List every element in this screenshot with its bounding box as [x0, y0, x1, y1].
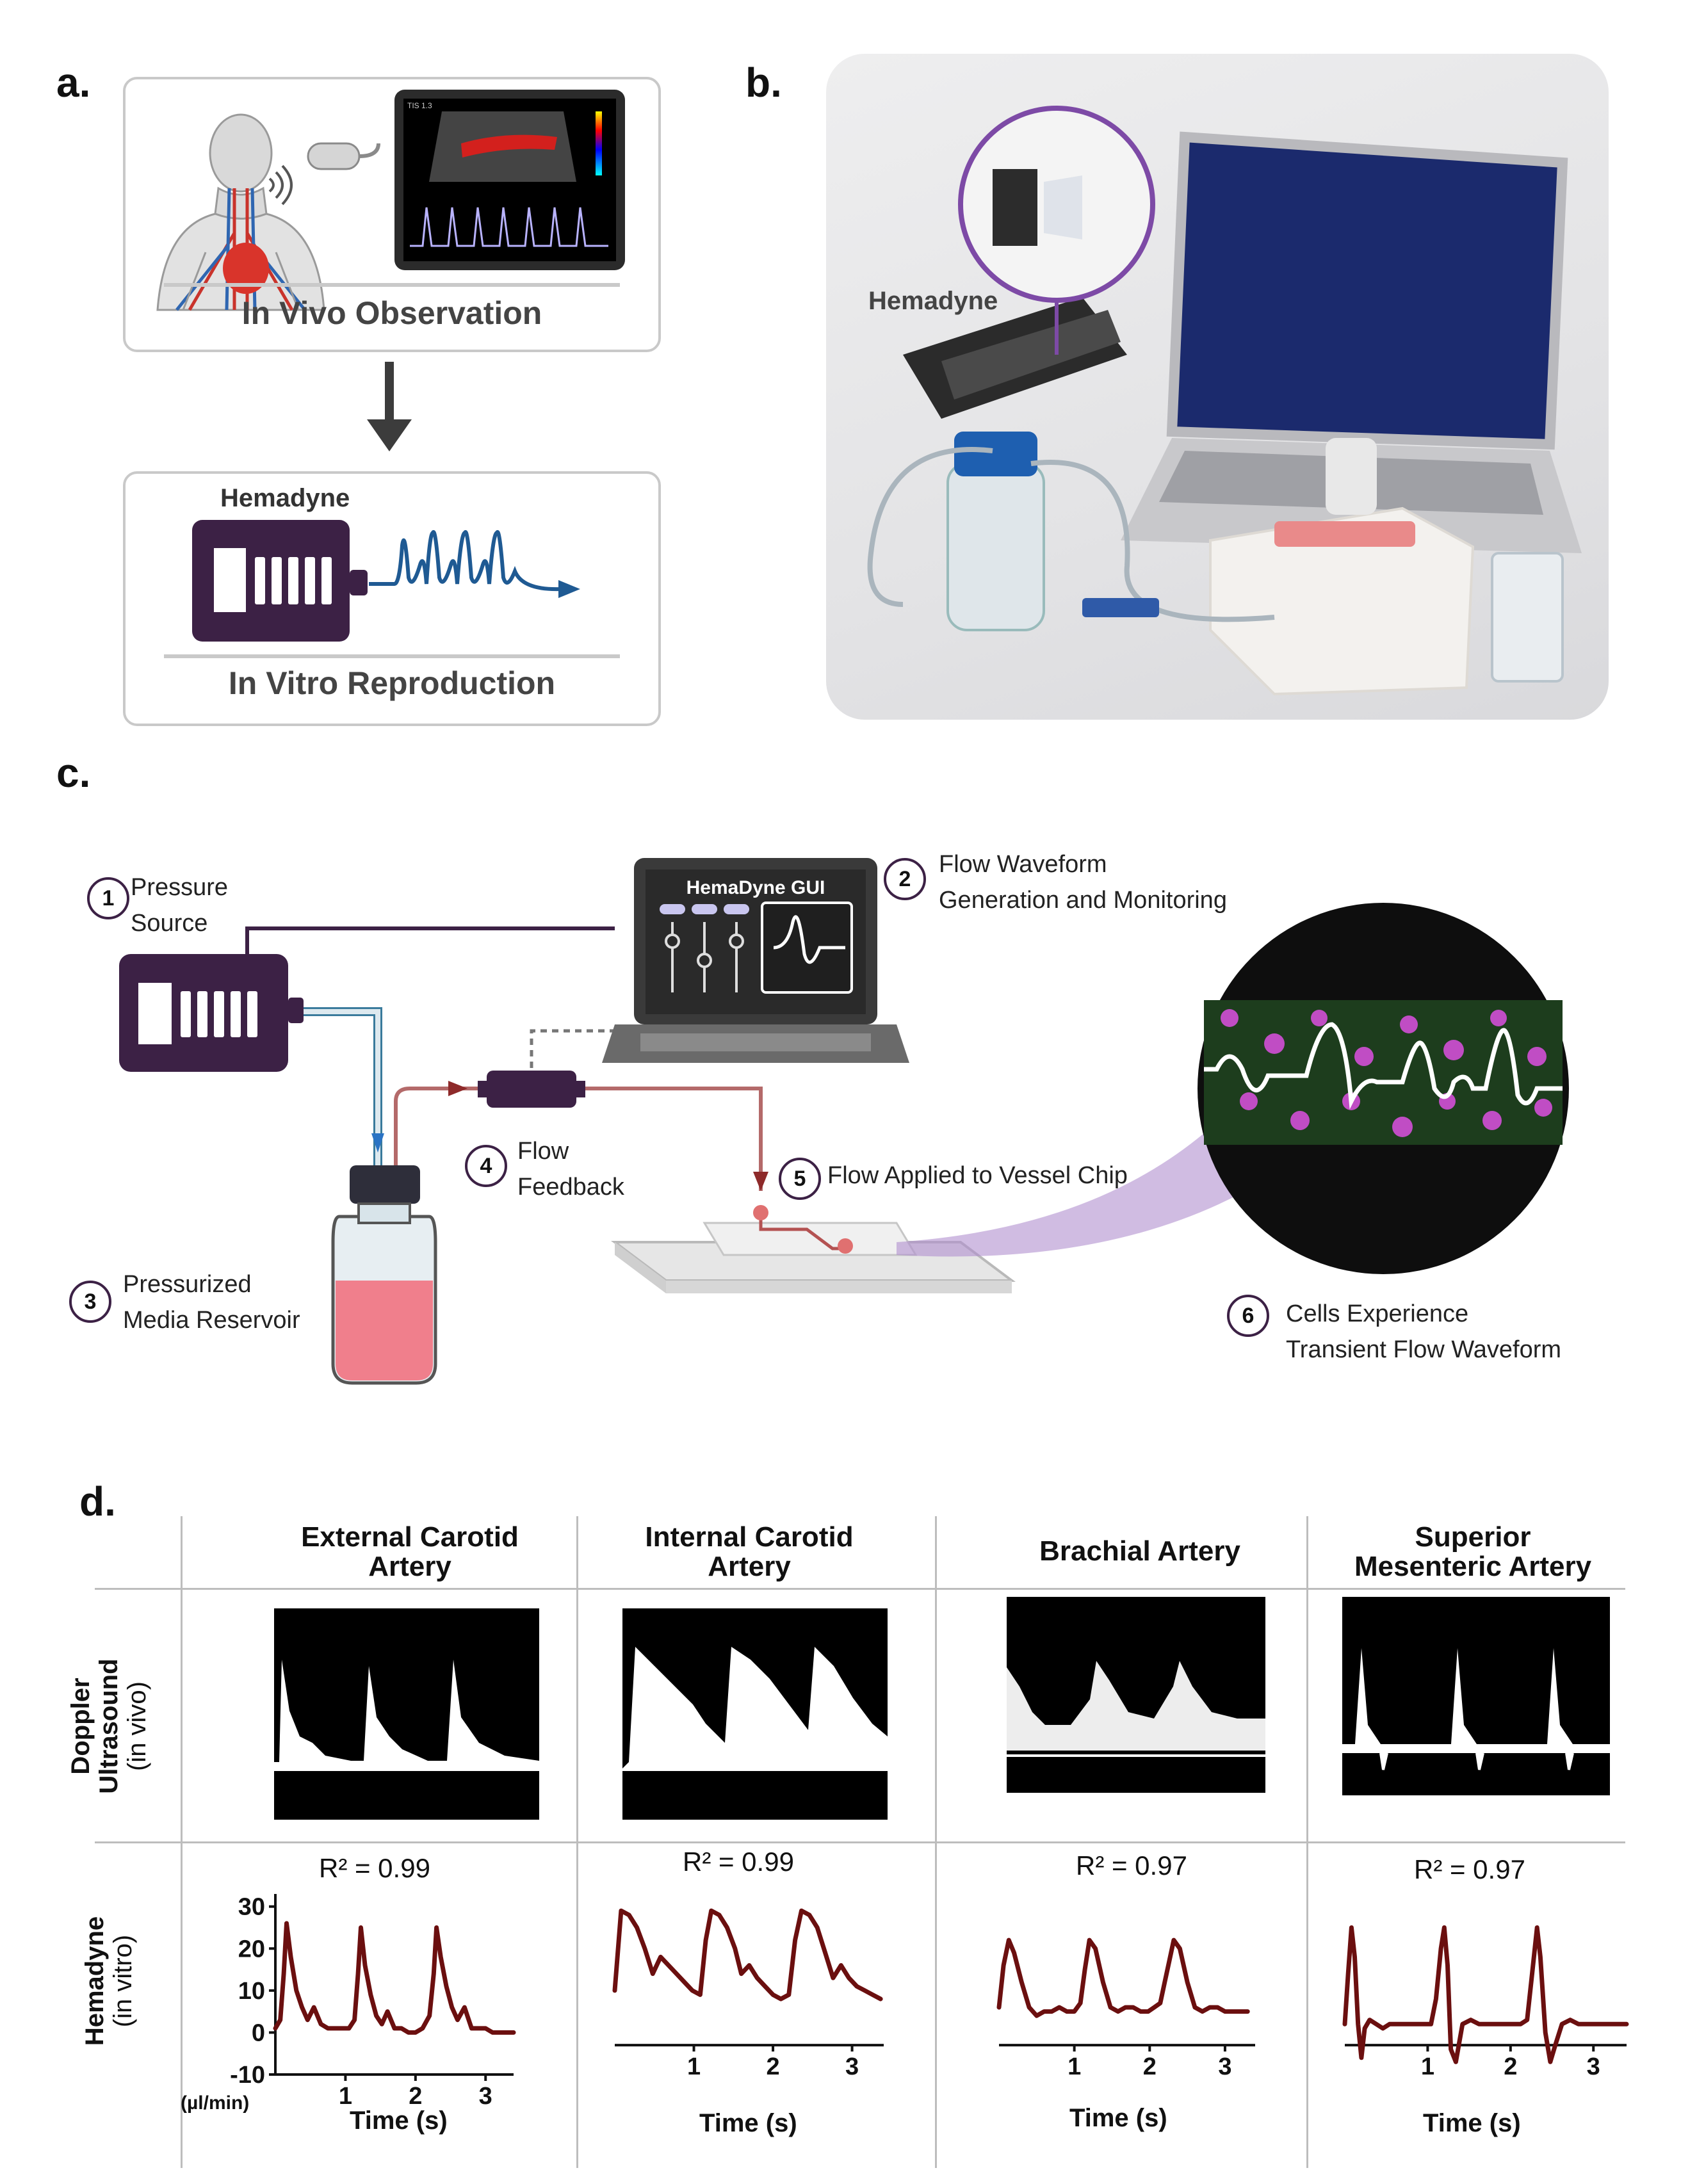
chart-external-carotid: 1 2 3 -10 0 10 20 30 — [230, 1894, 516, 2110]
r2-label-external-carotid: R² = 0.99 — [319, 1853, 430, 1883]
step-1-badge: 1 — [87, 877, 129, 919]
hemadyne-label-a: Hemadyne — [220, 484, 350, 512]
column-title-internal-carotid: Internal Carotid Artery — [645, 1521, 854, 1582]
doppler-image-superior-mesenteric — [1342, 1597, 1610, 1795]
flow-trace-line — [1342, 1925, 1629, 2064]
x-tick-label: 3 — [479, 2083, 492, 2110]
step-5-badge: 5 — [779, 1158, 821, 1200]
in-vitro-box: Hemadyne In Vitro Reproduction — [123, 471, 661, 726]
row-label-hemadyne: Hemadyne (in vitro) — [81, 1853, 137, 2109]
step-1-label-line2: Source — [131, 910, 208, 937]
down-arrow-icon — [367, 362, 412, 451]
ultrasound-screen: TIS 1.3 — [403, 99, 616, 261]
step-4-badge: 4 — [465, 1145, 507, 1187]
gui-title: HemaDyne GUI — [686, 877, 825, 898]
flow-trace-line — [612, 1908, 883, 2002]
x-tick-label: 1 — [687, 2053, 701, 2080]
step-3-label-line1: Pressurized — [123, 1271, 252, 1298]
step-1-label-line1: Pressure — [131, 874, 229, 901]
column-title-brachial: Brachial Artery — [1039, 1535, 1240, 1567]
x-tick-label: 2 — [1143, 2053, 1157, 2080]
ultrasound-image — [410, 111, 608, 247]
step-2-badge: 2 — [884, 858, 926, 900]
x-tick-label: 2 — [409, 2083, 422, 2110]
row-label-hemadyne-sub: (in vitro) — [109, 1934, 137, 2028]
y-tick-label: 30 — [238, 1894, 265, 1921]
in-vivo-divider — [164, 283, 620, 287]
doppler-image-internal-carotid — [622, 1608, 888, 1820]
y-tick-label: 20 — [238, 1936, 265, 1962]
x-tick-label: 2 — [1504, 2053, 1517, 2080]
ultrasound-probe-icon — [307, 142, 380, 170]
ultrasound-tablet: TIS 1.3 — [394, 90, 625, 270]
step-2-label-line1: Flow Waveform — [939, 851, 1107, 878]
hemadyne-setup-photo: Hemadyne — [826, 54, 1609, 720]
x-tick-label: 3 — [845, 2053, 859, 2080]
hemadyne-device-icon — [192, 520, 368, 642]
grid-h1 — [95, 1588, 1625, 1590]
row-label-doppler: Doppler Ultrasound (in vivo) — [67, 1598, 151, 1854]
x-tick-label: 1 — [1068, 2053, 1081, 2080]
in-vitro-divider — [164, 654, 620, 658]
workflow-schematic — [119, 858, 1569, 1385]
panel-b-letter: b. — [745, 60, 782, 106]
panel-d-letter: d. — [79, 1478, 116, 1525]
chart-superior-mesenteric: 1 2 3 — [1342, 1925, 1629, 2080]
r2-label-superior-mesenteric: R² = 0.97 — [1414, 1854, 1525, 1884]
chart-internal-carotid: 1 2 3 — [612, 1908, 884, 2080]
column-title-external-carotid: External Carotid Artery — [301, 1521, 519, 1582]
step-6-badge: 6 — [1227, 1295, 1269, 1337]
flow-trace-line — [996, 1937, 1250, 2018]
r2-label-brachial: R² = 0.97 — [1076, 1850, 1187, 1881]
step-3-badge: 3 — [69, 1281, 111, 1323]
in-vivo-box: TIS 1.3 In Vivo Observation — [123, 77, 661, 352]
x-axis-label-internal-carotid: Time (s) — [699, 2109, 797, 2137]
x-axis-label-superior-mesenteric: Time (s) — [1423, 2109, 1521, 2137]
x-tick-label: 3 — [1587, 2053, 1600, 2080]
step-6-label-line2: Transient Flow Waveform — [1286, 1336, 1562, 1363]
step-5-label: Flow Applied to Vessel Chip — [827, 1162, 1128, 1189]
x-tick-label: 2 — [766, 2053, 779, 2080]
y-tick-label: -10 — [230, 2062, 265, 2089]
panel-a-letter: a. — [56, 60, 91, 106]
row-label-hemadyne-bold: Hemadyne — [81, 1916, 109, 2046]
grid-h2 — [95, 1841, 1625, 1843]
flow-waveform-arrow — [369, 530, 580, 598]
flow-trace-line — [273, 1921, 516, 2035]
column-title-superior-mesenteric: Superior Mesenteric Artery — [1354, 1521, 1592, 1582]
step-6-label-line1: Cells Experience — [1286, 1300, 1469, 1327]
row-label-doppler-bold: Doppler Ultrasound — [67, 1658, 123, 1794]
x-tick-label: 1 — [1421, 2053, 1434, 2080]
step-4-label-line2: Feedback — [517, 1174, 624, 1201]
y-tick-label: 10 — [238, 1978, 265, 2005]
y-tick-label: 0 — [252, 2019, 265, 2046]
r2-label-internal-carotid: R² = 0.99 — [683, 1847, 794, 1877]
step-2-label-line2: Generation and Monitoring — [939, 887, 1227, 914]
x-tick-label: 1 — [339, 2083, 352, 2110]
x-axis-label-brachial: Time (s) — [1069, 2104, 1167, 2132]
row-label-doppler-sub: (in vivo) — [123, 1681, 151, 1772]
x-tick-label: 3 — [1218, 2053, 1231, 2080]
in-vivo-caption: In Vivo Observation — [241, 295, 542, 331]
x-axis-label-external-carotid: Time (s) — [350, 2107, 448, 2135]
doppler-image-brachial — [1007, 1597, 1265, 1793]
in-vitro-caption: In Vitro Reproduction — [228, 665, 556, 701]
ultrasound-screen-text: TIS 1.3 — [407, 101, 432, 110]
hemadyne-label-b: Hemadyne — [868, 287, 998, 315]
chart-brachial: 1 2 3 — [996, 1937, 1255, 2080]
y-axis-unit: (µl/min) — [181, 2092, 250, 2114]
panel-c-letter: c. — [56, 750, 91, 796]
human-figure-illustration — [156, 113, 325, 311]
step-4-label-line1: Flow — [517, 1138, 569, 1165]
doppler-image-external-carotid — [274, 1608, 539, 1820]
setup-photo-illustration — [867, 106, 1582, 696]
step-3-label-line2: Media Reservoir — [123, 1307, 300, 1334]
